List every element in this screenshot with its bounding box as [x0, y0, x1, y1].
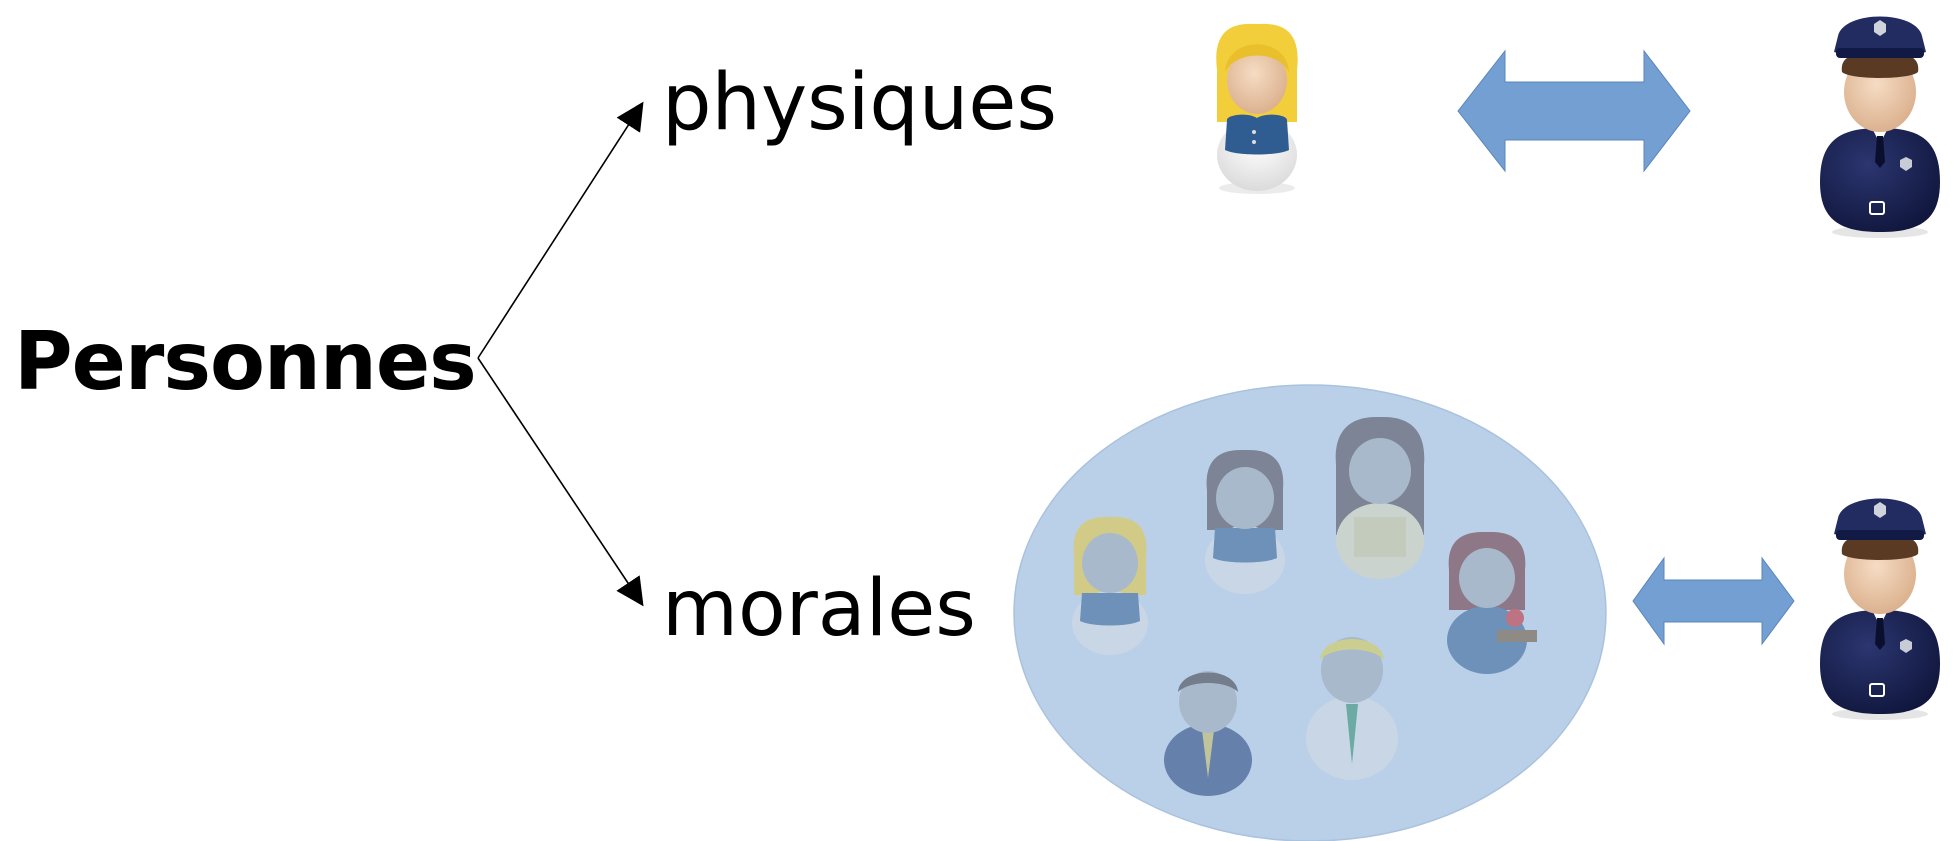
double-arrow-icon-bottom [1632, 556, 1795, 646]
main-title: Personnes [14, 315, 477, 408]
group-member-woman-blond [1072, 516, 1148, 655]
group-member-man-suit [1164, 671, 1252, 796]
double-arrow-icon-top [1457, 49, 1691, 173]
group-member-man-tie [1306, 637, 1398, 780]
group-member-teacher [1447, 531, 1537, 674]
branch-label-morales: morales [662, 564, 976, 654]
woman-person-icon [1216, 23, 1298, 194]
branch-arrows [477, 101, 644, 607]
group-member-woman-sweater [1335, 416, 1425, 579]
arrow-to-morales [477, 357, 644, 607]
group-member-woman-dark [1205, 449, 1285, 594]
police-officer-icon-bottom [1820, 498, 1940, 720]
branch-label-physiques: physiques [662, 58, 1057, 148]
group-ellipse [1013, 384, 1607, 841]
arrow-to-physiques [477, 101, 644, 359]
police-officer-icon-top [1820, 16, 1940, 238]
